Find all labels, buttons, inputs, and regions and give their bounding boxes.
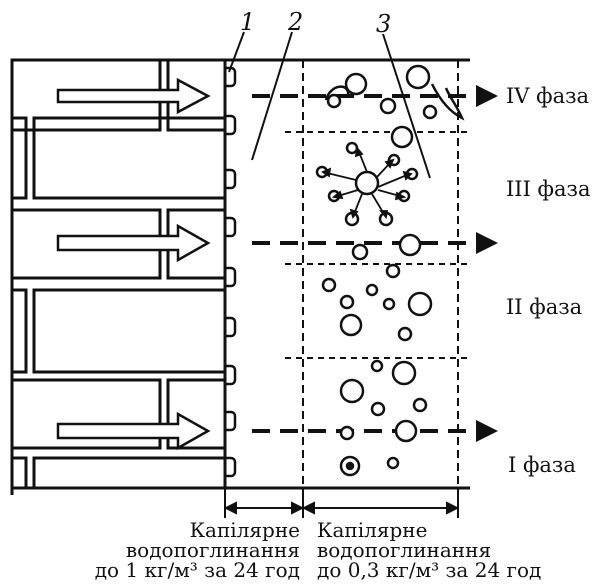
pores [315, 64, 438, 477]
right-caption-line-3: до 0,3 кг/м³ за 24 год [317, 558, 541, 582]
brick [10, 456, 28, 490]
inflow-arrow [56, 77, 211, 115]
water-inflow-arrows [56, 77, 211, 451]
inflow-arrow [56, 223, 211, 263]
brick [32, 288, 227, 374]
diffusion-spokes [321, 145, 413, 220]
brick [10, 288, 28, 374]
callout-leaders [228, 31, 431, 179]
left-caption-line-2: водопоглинання [126, 538, 300, 562]
phase-ii-label: II фаза [506, 295, 582, 319]
brick [10, 378, 162, 450]
plaster-layers [12, 58, 470, 490]
right-caption-line-1: Капілярне [317, 518, 427, 542]
callout-3: 3 [376, 10, 391, 38]
flow-arrow-heads [476, 85, 498, 442]
phase-iii-label: III фаза [506, 177, 591, 201]
left-caption-line-1: Капілярне [190, 518, 300, 542]
phase-iv-label: IV фаза [506, 84, 589, 108]
mortar-bumps [223, 66, 237, 478]
evaporation-curl [324, 83, 465, 121]
right-caption-line-2: водопоглинання [317, 538, 491, 562]
brick [10, 116, 28, 200]
moisture-flow-arrows [252, 94, 478, 433]
brick [32, 456, 227, 490]
inflow-arrow [56, 411, 211, 451]
left-caption-line-3: до 1 кг/м³ за 24 год [95, 558, 300, 582]
dimension-lines [223, 488, 460, 518]
callout-1: 1 [240, 8, 255, 36]
phase-i-label: I фаза [508, 453, 576, 477]
callout-2: 2 [287, 8, 303, 36]
